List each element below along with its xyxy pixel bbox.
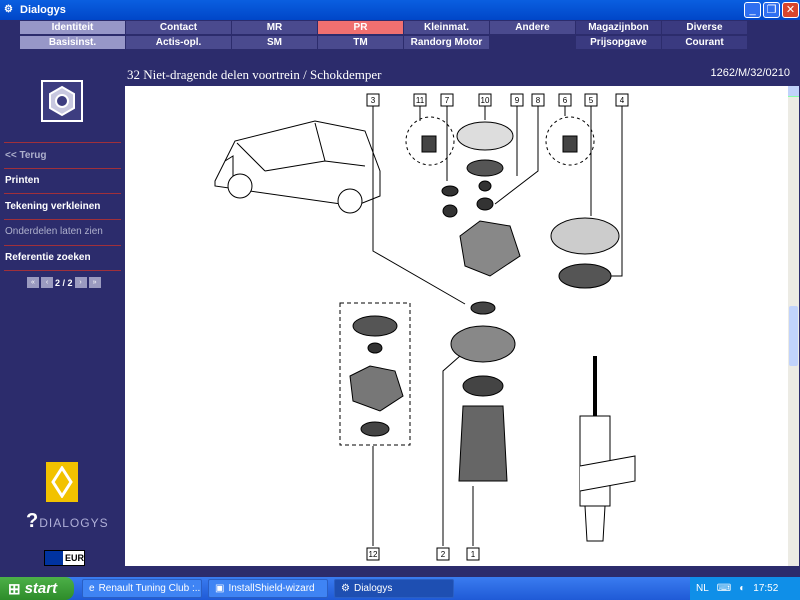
task-label: InstallShield-wizard [228, 583, 315, 594]
exploded-view-drawing: 3 11 7 10 9 8 6 5 4 12 2 1 [214, 93, 636, 561]
back-link[interactable]: << Terug [5, 150, 47, 161]
installer-icon: ▣ [215, 583, 225, 594]
callout-label[interactable]: 12 [369, 550, 378, 559]
network-icon[interactable]: ◐ [739, 583, 746, 594]
keyboard-icon[interactable]: ⌨ [716, 583, 732, 594]
callout-label[interactable]: 5 [589, 96, 594, 105]
window-title: Dialogys [20, 4, 66, 16]
menu-tab[interactable]: Actis-opl. [126, 36, 231, 49]
eu-flag-icon [45, 551, 63, 565]
renault-logo [46, 462, 78, 502]
close-button[interactable]: ✕ [782, 2, 799, 18]
start-button[interactable]: ⊞ start [0, 577, 74, 600]
divider [4, 270, 121, 271]
divider [4, 219, 121, 220]
first-page-button[interactable]: « [27, 277, 39, 288]
menu-tab[interactable]: Identiteit [20, 21, 125, 34]
taskbar: ⊞ start e Renault Tuning Club :... ▣ Ins… [0, 577, 800, 600]
menu-tab[interactable]: Courant [662, 36, 747, 49]
search-reference-link[interactable]: Referentie zoeken [5, 252, 91, 263]
menu-tab[interactable]: Magazijnbon [576, 21, 661, 34]
show-parts-link[interactable]: Onderdelen laten zien [5, 226, 103, 237]
car-sketch [214, 120, 381, 214]
title-bar[interactable]: ⚙ Dialogys [0, 0, 800, 20]
callout-label[interactable]: 4 [620, 96, 625, 105]
divider [4, 168, 121, 169]
print-link[interactable]: Printen [5, 175, 40, 186]
next-page-button[interactable]: › [74, 277, 87, 288]
menu-tab [490, 36, 575, 49]
menu-tab[interactable]: TM [318, 36, 403, 49]
task-label: Dialogys [353, 583, 393, 594]
language-indicator[interactable]: NL [696, 583, 709, 594]
menu-tab[interactable]: MR [232, 21, 317, 34]
page-title: 32 Niet-dragende delen voortrein / Schok… [127, 67, 382, 82]
callout-box[interactable] [466, 547, 480, 561]
callout-box[interactable] [366, 547, 380, 561]
page-indicator: 2 / 2 [55, 277, 73, 288]
menu-tab[interactable]: PR [318, 21, 403, 34]
app-icon: ⚙ [4, 4, 13, 15]
page-reference: 1262/M/32/0210 [710, 67, 790, 79]
callout-label[interactable]: 3 [371, 96, 376, 105]
task-label: Renault Tuning Club :... [98, 583, 202, 594]
callout-label[interactable]: 1 [471, 550, 476, 559]
callout-label[interactable]: 2 [441, 550, 446, 559]
currency-badge[interactable]: EUR [44, 550, 85, 566]
callout-label[interactable]: 9 [515, 96, 520, 105]
menu-tab[interactable]: SM [232, 36, 317, 49]
dialogys-task-icon: ⚙ [341, 583, 350, 594]
start-label: start [24, 580, 58, 597]
currency-label: EUR [64, 553, 84, 563]
scroll-thumb[interactable] [789, 306, 798, 366]
maximize-button[interactable]: ❐ [763, 2, 780, 18]
prev-page-button[interactable]: ‹ [41, 277, 53, 288]
menu-tab[interactable]: Contact [126, 21, 231, 34]
callout-label[interactable]: 7 [445, 96, 450, 105]
menu-tab[interactable]: Diverse [662, 21, 747, 34]
menu-tab[interactable]: Basisinst. [20, 36, 125, 49]
last-page-button[interactable]: » [88, 277, 101, 288]
task-installshield[interactable]: ▣ InstallShield-wizard [208, 579, 328, 598]
callout-label[interactable]: 11 [416, 96, 425, 105]
pager: « ‹ 2 / 2 › » [27, 277, 101, 288]
sidebar: << Terug Printen Tekening verkleinen Ond… [0, 70, 124, 570]
callout-box[interactable] [436, 547, 450, 561]
callout-label[interactable]: 6 [563, 96, 568, 105]
task-renault-tuning[interactable]: e Renault Tuning Club :... [82, 579, 202, 598]
divider [4, 245, 121, 246]
parts-drawing[interactable]: 3 11 7 10 9 8 6 5 4 12 2 1 [125, 86, 788, 566]
brand-text: DIALOGYS [39, 516, 109, 530]
clock: 17:52 [753, 583, 779, 594]
shrink-drawing-link[interactable]: Tekening verkleinen [5, 201, 101, 212]
divider [4, 142, 121, 143]
ie-icon: e [89, 583, 95, 594]
menu-tab[interactable]: Prijsopgave [576, 36, 661, 49]
hex-nut-icon[interactable] [41, 80, 83, 122]
callout-label[interactable]: 8 [536, 96, 541, 105]
windows-logo-icon: ⊞ [8, 580, 21, 598]
task-dialogys[interactable]: ⚙ Dialogys [334, 579, 454, 598]
vertical-scrollbar[interactable] [788, 86, 799, 566]
divider [4, 193, 121, 194]
dialogys-brand: ?DIALOGYS [26, 510, 109, 532]
menu-tab[interactable]: Andere [490, 21, 575, 34]
menu-tab[interactable]: Kleinmat. [404, 21, 489, 34]
minimize-button[interactable]: _ [744, 2, 761, 18]
callout-label[interactable]: 10 [481, 96, 490, 105]
menu-tab[interactable]: Randorg Motor [404, 36, 489, 49]
system-tray: NL ⌨ ◐ 17:52 [690, 577, 800, 600]
